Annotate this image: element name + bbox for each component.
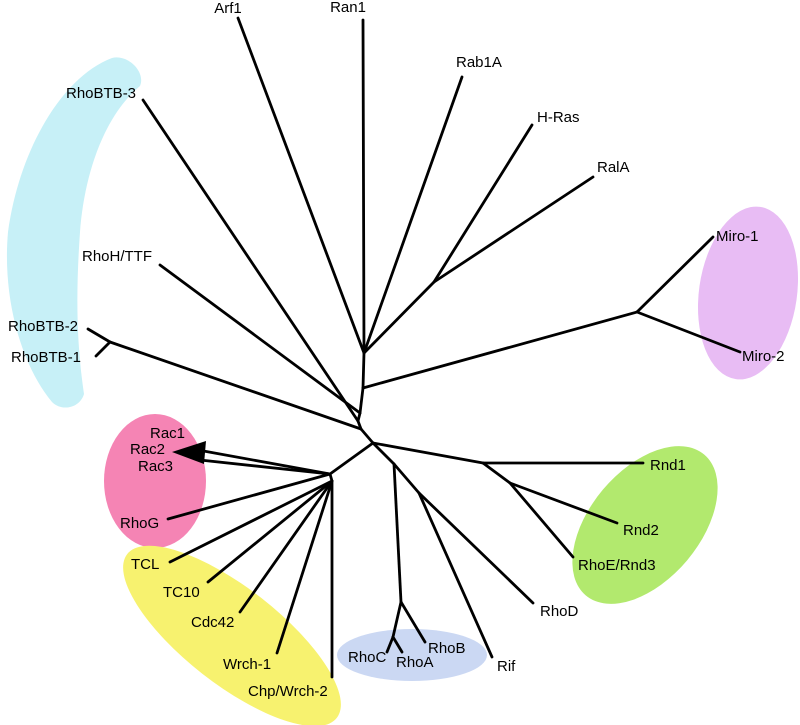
group-rhobtb-cluster bbox=[6, 57, 142, 408]
taxon-label-rhoa: RhoA bbox=[396, 654, 434, 671]
taxon-label-rif: Rif bbox=[497, 658, 516, 675]
taxon-label-rac1: Rac1 bbox=[150, 425, 185, 442]
branch-rhobtb-1 bbox=[94, 340, 112, 358]
taxon-label-arf1: Arf1 bbox=[214, 0, 242, 17]
branch-rnd-stem-2 bbox=[481, 461, 512, 485]
taxon-label-miro-2: Miro-2 bbox=[742, 348, 785, 365]
branch-trunk-5 bbox=[359, 427, 375, 445]
branch-tc10 bbox=[206, 479, 334, 584]
branch-rhoe-rnd3 bbox=[508, 481, 575, 559]
branches bbox=[86, 16, 742, 679]
taxon-label-miro-1: Miro-1 bbox=[716, 228, 759, 245]
taxon-label-rhoc: RhoC bbox=[348, 649, 387, 666]
branch-arf1 bbox=[236, 16, 366, 355]
group-highlights bbox=[6, 57, 799, 725]
taxon-label-tc10: TC10 bbox=[163, 584, 200, 601]
taxon-label-chp-wrch-2: Chp/Wrch-2 bbox=[248, 683, 328, 700]
branch-wrch-1 bbox=[275, 479, 334, 655]
taxon-label-rala: RalA bbox=[597, 159, 630, 176]
taxon-label-rhog: RhoG bbox=[120, 515, 159, 532]
branch-rif bbox=[417, 491, 494, 659]
branch-cdc42 bbox=[238, 479, 334, 614]
group-miro-cluster bbox=[697, 206, 799, 380]
branch-rho-stem bbox=[371, 441, 396, 466]
branch-rhobtb-stem bbox=[108, 340, 363, 431]
taxon-label-rab1a: Rab1A bbox=[456, 54, 502, 71]
branch-rab1a bbox=[362, 75, 464, 355]
taxon-label-rhob: RhoB bbox=[428, 640, 466, 657]
taxon-label-tcl: TCL bbox=[131, 556, 159, 573]
branch-trunk-2 bbox=[358, 386, 365, 415]
branch-rhoc bbox=[385, 635, 395, 654]
taxon-label-rac3: Rac3 bbox=[138, 458, 173, 475]
branch-miro-stem bbox=[361, 310, 639, 390]
taxon-label-rnd2: Rnd2 bbox=[623, 522, 659, 539]
branch-h-ras bbox=[432, 123, 534, 284]
branch-rala bbox=[432, 175, 595, 284]
taxon-label-wrch-1: Wrch-1 bbox=[223, 656, 271, 673]
branch-trunk-1 bbox=[361, 351, 366, 390]
branch-miro-1 bbox=[635, 235, 715, 314]
branch-rhobtb-3 bbox=[141, 98, 360, 423]
taxon-label-h-ras: H-Ras bbox=[537, 109, 580, 126]
branch-rac-shaft-b bbox=[198, 458, 332, 476]
branch-rhobtb-2 bbox=[86, 327, 112, 344]
branch-rhoh-ttf bbox=[158, 263, 362, 415]
branch-rhob bbox=[399, 600, 427, 644]
taxon-label-ran1: Ran1 bbox=[330, 0, 366, 16]
branch-rhoac-stem bbox=[391, 600, 403, 639]
branch-rhoa-trunk bbox=[392, 462, 403, 604]
branch-rnd-stem bbox=[371, 441, 485, 465]
taxon-label-rhobtb-2: RhoBTB-2 bbox=[8, 318, 78, 335]
branch-tcl bbox=[168, 479, 334, 564]
branch-rhod bbox=[417, 491, 535, 605]
taxon-label-rhobtb-3: RhoBTB-3 bbox=[66, 85, 136, 102]
taxon-label-rhoh-ttf: RhoH/TTF bbox=[82, 248, 152, 265]
branch-rac-shaft-a bbox=[196, 448, 332, 476]
branch-ran1 bbox=[361, 18, 366, 355]
branch-rac-stem bbox=[328, 441, 375, 476]
branch-rnd2 bbox=[508, 481, 619, 525]
taxon-label-rac2: Rac2 bbox=[130, 441, 165, 458]
branch-rif-stem bbox=[392, 462, 421, 495]
rac-arrowhead-icon bbox=[172, 441, 206, 464]
taxon-label-cdc42: Cdc42 bbox=[191, 614, 234, 631]
taxon-label-rhobtb-1: RhoBTB-1 bbox=[11, 349, 81, 366]
taxon-label-rhod: RhoD bbox=[540, 603, 579, 620]
branch-rhoa bbox=[391, 635, 404, 654]
branch-miro-2 bbox=[635, 310, 742, 354]
group-rnd-cluster bbox=[572, 446, 718, 604]
taxon-label-rnd1: Rnd1 bbox=[650, 457, 686, 474]
group-cdc42-cluster bbox=[123, 545, 341, 725]
taxon-label-rhoe-rnd3: RhoE/Rnd3 bbox=[578, 557, 656, 574]
branch-ras-stem bbox=[362, 280, 436, 355]
branch-rhog bbox=[166, 472, 332, 521]
group-rhoa-cluster bbox=[337, 629, 487, 681]
